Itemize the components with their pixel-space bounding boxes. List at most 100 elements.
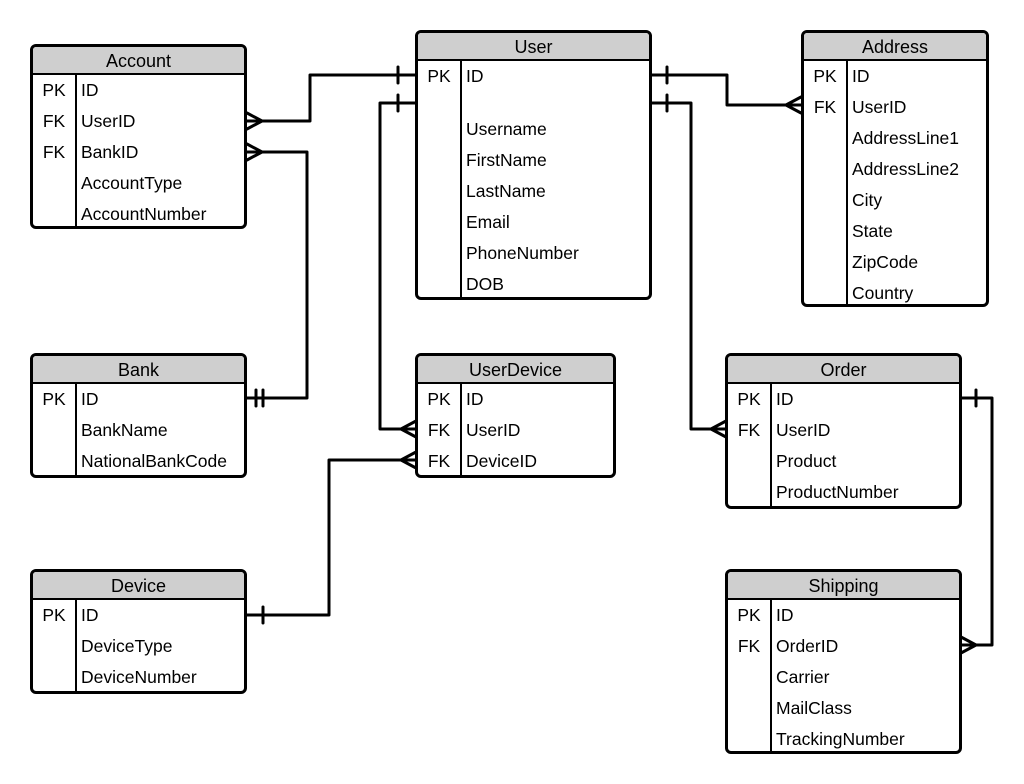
attribute-row: FK UserID <box>418 415 613 446</box>
attribute-name: OrderID <box>776 636 839 656</box>
attribute-row: PK ID <box>728 600 959 631</box>
attribute-name: Username <box>466 119 547 139</box>
attribute-name: Carrier <box>776 667 830 687</box>
attribute-name: ID <box>466 389 484 409</box>
attribute-row: FK UserID <box>33 106 244 137</box>
attribute-name: BankName <box>81 420 168 440</box>
relationship-order-shipping <box>959 388 994 655</box>
entity-title: Address <box>804 33 986 61</box>
key-column-divider <box>33 600 77 691</box>
attribute-name: AddressLine1 <box>852 128 960 148</box>
attribute-name: City <box>852 190 883 210</box>
key-column-divider <box>33 75 77 226</box>
attribute-row: AccountNumber <box>33 199 244 226</box>
attribute-row: DOB <box>418 269 649 297</box>
attribute-name: DOB <box>466 274 504 294</box>
attribute-name: Country <box>852 283 914 303</box>
attribute-name: ID <box>81 389 99 409</box>
key-column-divider <box>418 384 462 475</box>
entity-title: Device <box>33 572 244 600</box>
entity-title: Account <box>33 47 244 75</box>
attribute-name: NationalBankCode <box>81 451 227 471</box>
relationship-user-userdevice <box>378 93 418 439</box>
attribute-row: ProductNumber <box>728 477 959 506</box>
attribute-key: FK <box>427 420 451 440</box>
attribute-key: PK <box>42 605 66 625</box>
relationship-device-userdevice <box>245 450 418 625</box>
relationship-bank-account <box>245 142 309 408</box>
entity-title: Shipping <box>728 572 959 600</box>
attribute-row: PhoneNumber <box>418 238 649 269</box>
attribute-name: FirstName <box>466 150 547 170</box>
relationship-user-address <box>649 65 803 115</box>
attribute-name: UserID <box>852 97 907 117</box>
attribute-name: ProductNumber <box>776 482 899 502</box>
relationship-user-account <box>245 65 418 131</box>
key-column-divider <box>418 61 462 297</box>
relationship-user-order <box>649 93 728 439</box>
attribute-key: PK <box>427 66 451 86</box>
entity-title: Bank <box>33 356 244 384</box>
attribute-name: AccountNumber <box>81 204 207 224</box>
attribute-name: UserID <box>81 111 136 131</box>
attribute-name: LastName <box>466 181 546 201</box>
attribute-row: AccountType <box>33 168 244 199</box>
attribute-row: Carrier <box>728 662 959 693</box>
attribute-name: DeviceNumber <box>81 667 197 687</box>
attribute-row: City <box>804 185 986 216</box>
attribute-row: State <box>804 216 986 247</box>
attribute-row: NationalBankCode <box>33 446 244 475</box>
attribute-name: DeviceType <box>81 636 173 656</box>
attribute-key: PK <box>737 605 761 625</box>
attribute-name: AddressLine2 <box>852 159 960 179</box>
attribute-name: Email <box>466 212 510 232</box>
attribute-name: ID <box>776 605 794 625</box>
attribute-name: ZipCode <box>852 252 919 272</box>
attribute-name: AccountType <box>81 173 183 193</box>
attribute-name: ID <box>852 66 870 86</box>
attribute-row: DeviceNumber <box>33 662 244 691</box>
attribute-key: FK <box>42 142 66 162</box>
attribute-name: UserID <box>466 420 521 440</box>
attribute-row: AddressLine1 <box>804 123 986 154</box>
attribute-key: FK <box>737 636 761 656</box>
attribute-name: PhoneNumber <box>466 243 579 263</box>
attribute-row: Email <box>418 207 649 238</box>
key-column-divider <box>804 61 848 304</box>
attribute-name: BankID <box>81 142 139 162</box>
entity-title: UserDevice <box>418 356 613 384</box>
attribute-row: Product <box>728 446 959 477</box>
attribute-key: PK <box>42 80 66 100</box>
attribute-key: PK <box>737 389 761 409</box>
attribute-key: FK <box>42 111 66 131</box>
attribute-name: DeviceID <box>466 451 537 471</box>
attribute-name: State <box>852 221 893 241</box>
attribute-row: FK BankID <box>33 137 244 168</box>
attribute-row: AddressLine2 <box>804 154 986 185</box>
attribute-key: FK <box>737 420 761 440</box>
